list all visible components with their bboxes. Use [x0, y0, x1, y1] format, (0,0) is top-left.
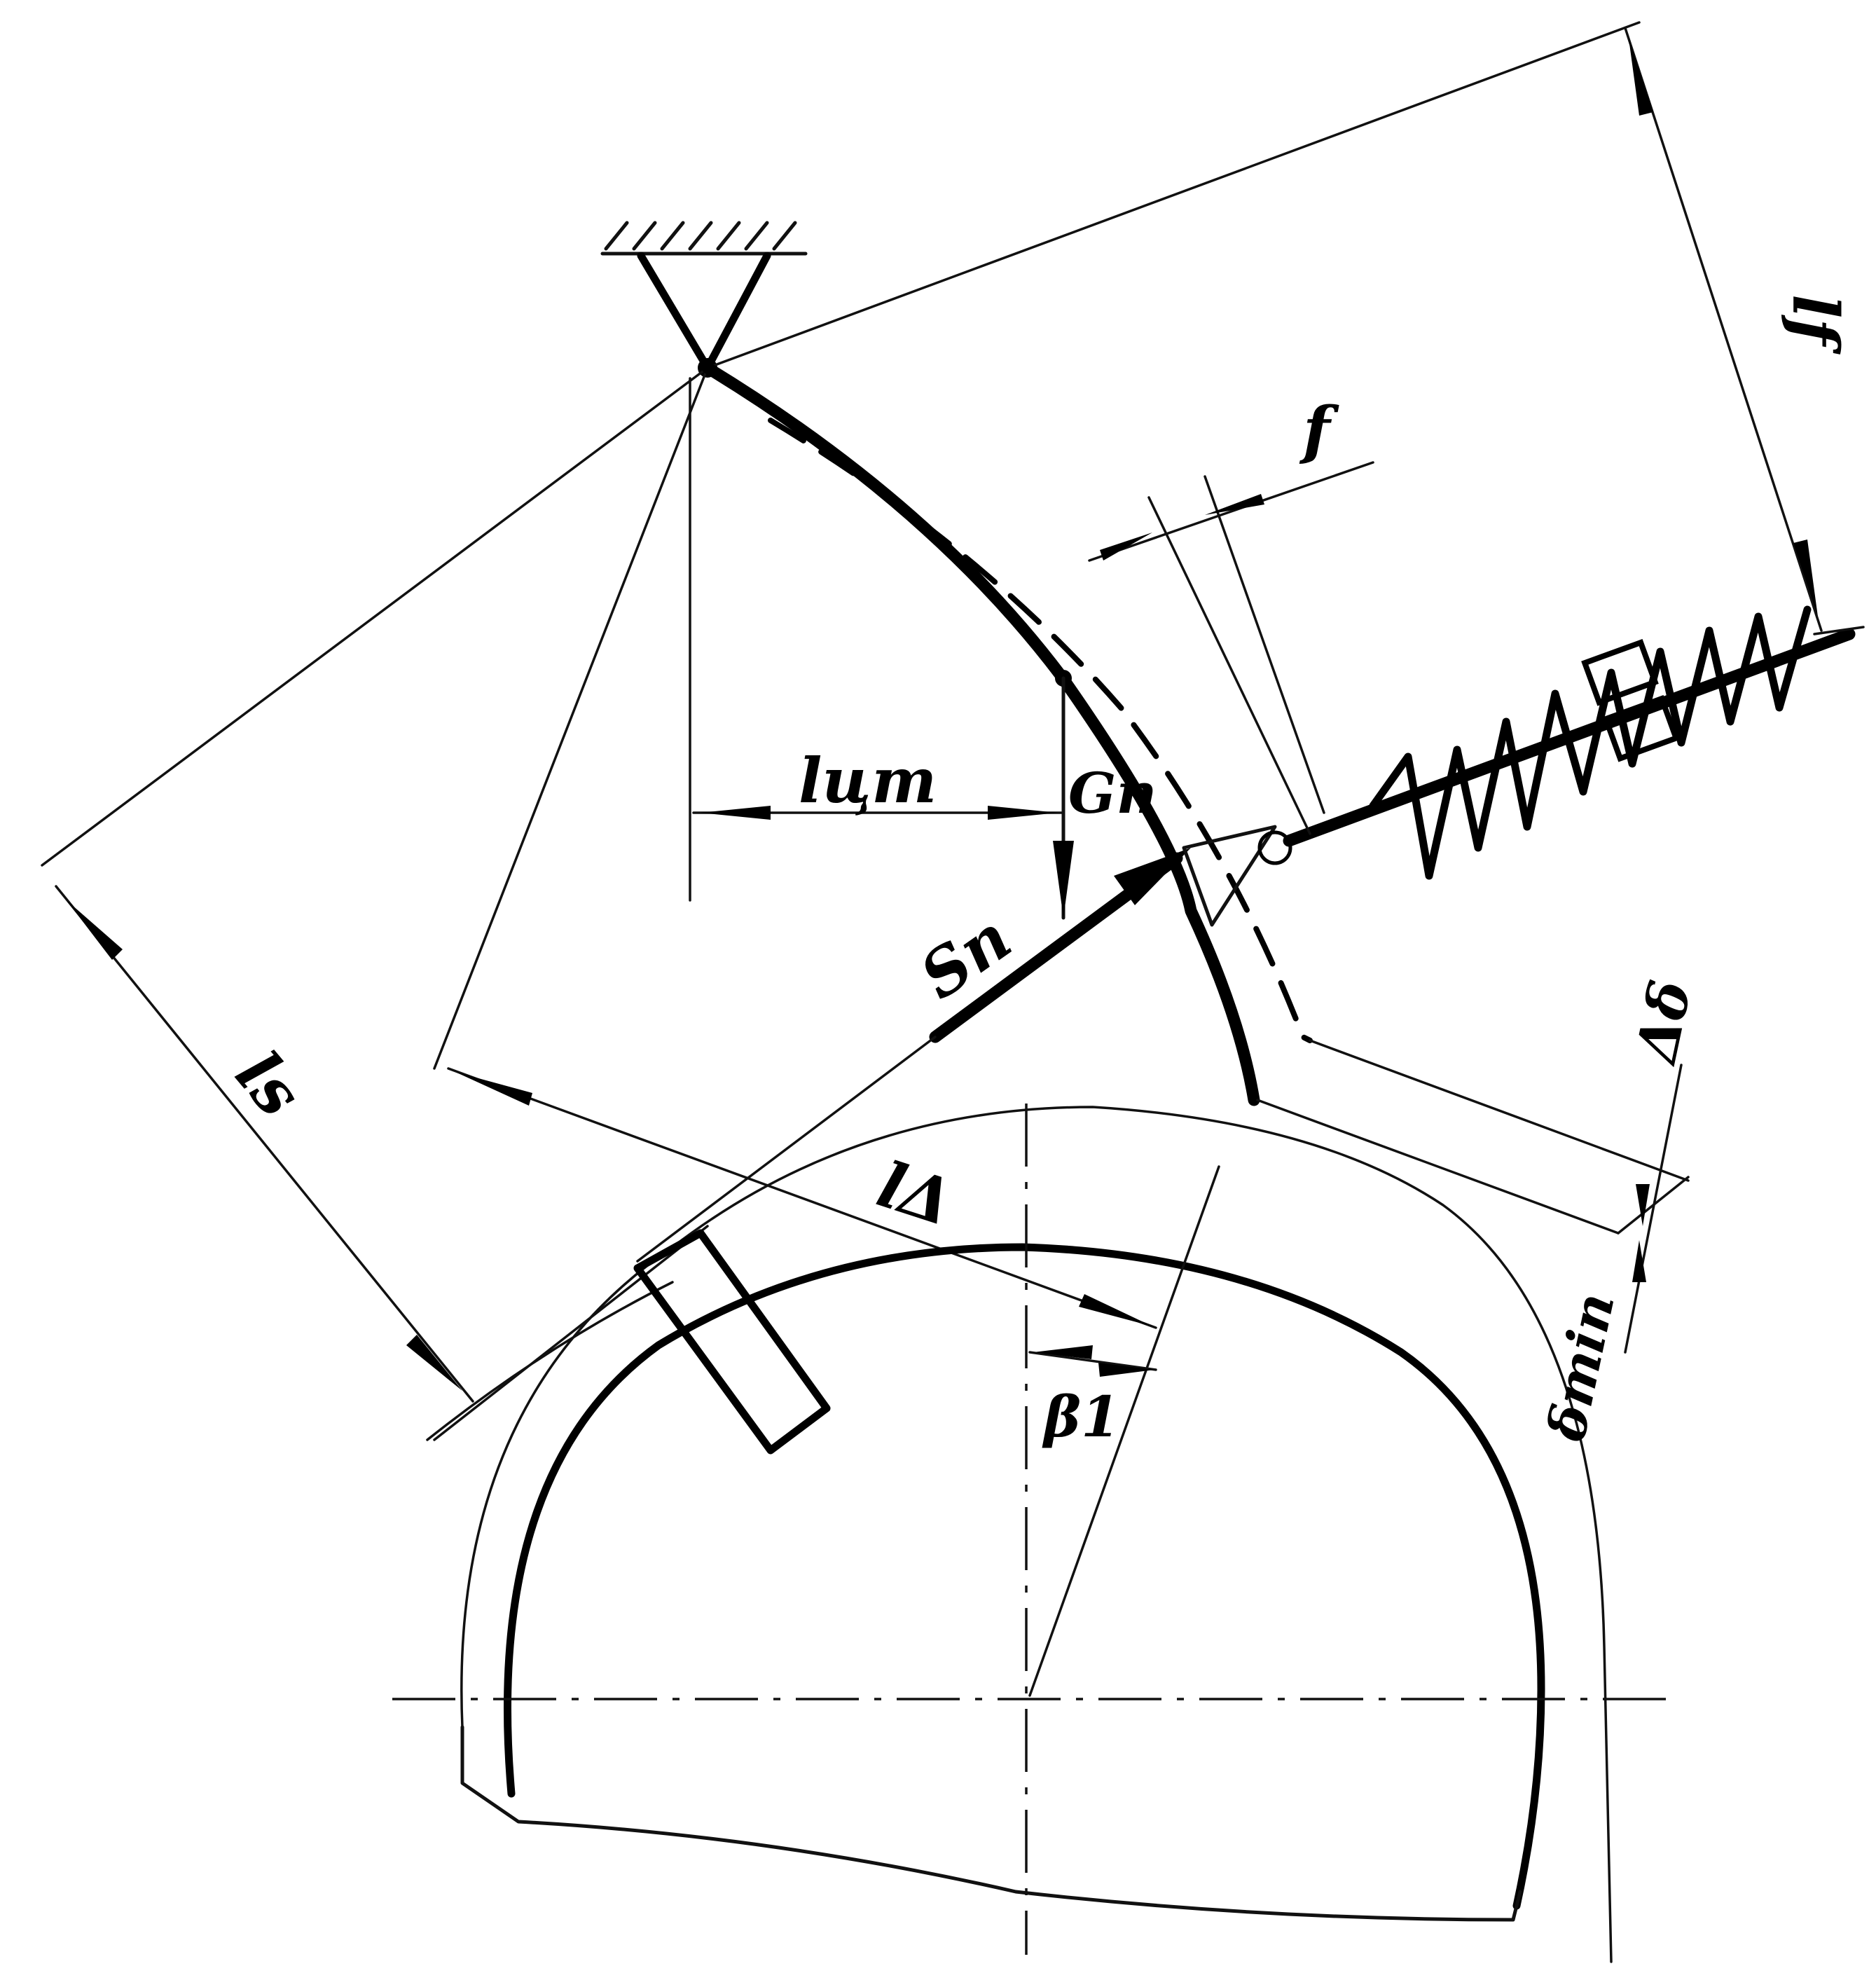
- shoe-block: [633, 1229, 831, 1455]
- ls-dimension: [55, 885, 709, 1441]
- label-sn: Sn: [907, 900, 1025, 1014]
- center-lines: [392, 1104, 1667, 1955]
- force-g-arrow: [1053, 676, 1074, 920]
- label-beta1: β1: [1042, 1384, 1120, 1450]
- label-gn: Gn: [1068, 760, 1157, 826]
- f-dimension: [1088, 461, 1374, 835]
- ldelta-dimension: [447, 1067, 1157, 1329]
- delta-dimensions: [1617, 1064, 1690, 1354]
- label-ls: ls: [221, 1038, 317, 1131]
- brake-lever: [701, 362, 1690, 1235]
- lf-dimension: [1624, 27, 1865, 635]
- label-f: f: [1299, 393, 1339, 467]
- force-s-arrow: [636, 848, 1191, 1263]
- lcm-dimension: [692, 806, 1063, 820]
- spring: [1283, 605, 1856, 880]
- label-lf: lf: [1778, 294, 1852, 355]
- construction-lines: [41, 21, 1641, 1070]
- label-delta-sigma: Δδ: [1622, 975, 1704, 1070]
- beta-angle: [1028, 1345, 1157, 1377]
- label-lcm: lцm: [799, 744, 937, 817]
- brake-drum: [426, 1106, 1613, 1963]
- spring-hinge: [1182, 825, 1292, 927]
- fixed-support: [600, 221, 808, 378]
- label-delta-min: δmin: [1535, 1288, 1626, 1447]
